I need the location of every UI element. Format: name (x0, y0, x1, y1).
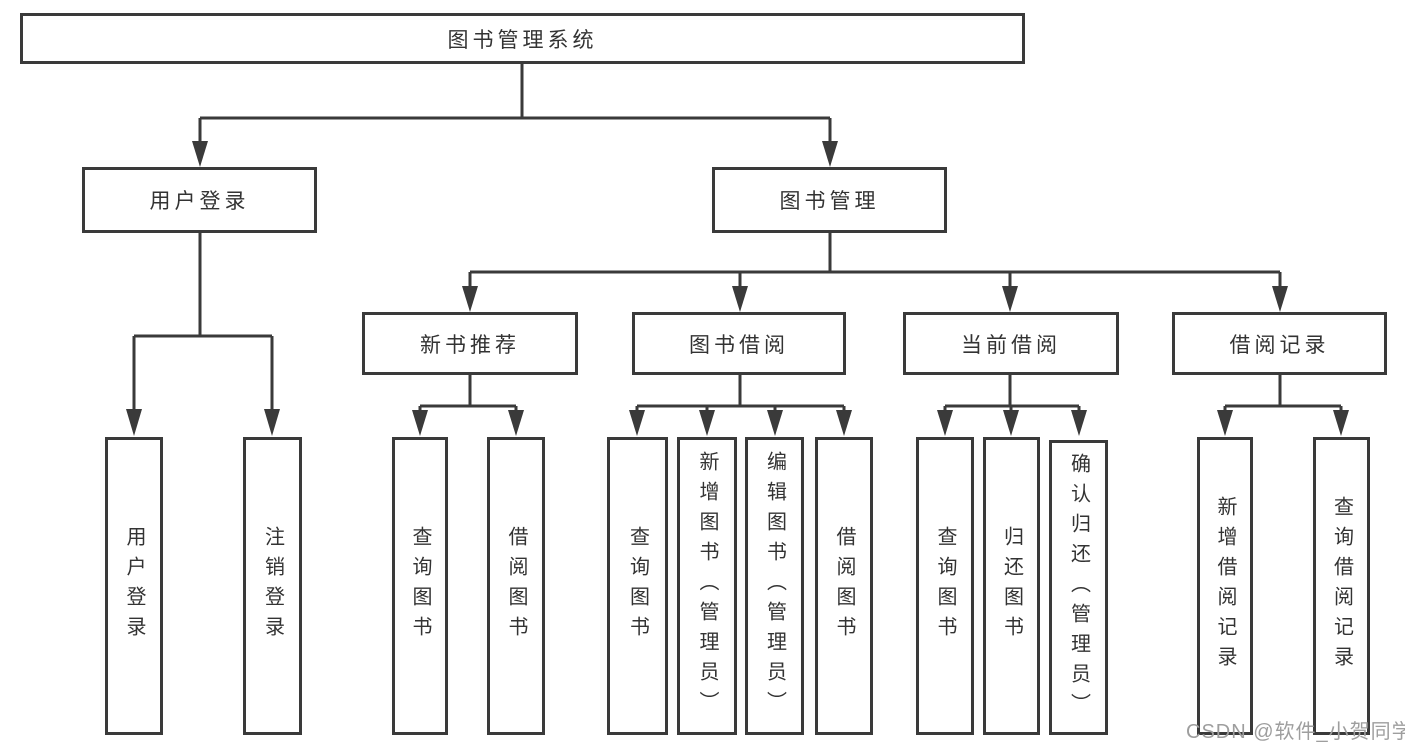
node-user-login: 用户登录 (82, 167, 317, 233)
node-label: 新增借阅记录 (1214, 496, 1236, 676)
leaf-current-confirm-return-admin: 确认归还（管理员） (1049, 440, 1108, 735)
leaf-current-return-books: 归还图书 (983, 437, 1040, 735)
leaf-current-query-books: 查询图书 (916, 437, 974, 735)
node-label: 图书借阅 (689, 333, 789, 357)
leaf-logout-login: 注销登录 (243, 437, 302, 735)
leaf-borrow-query-books: 查询图书 (607, 437, 668, 735)
node-label: 用户登录 (149, 190, 250, 213)
node-book-borrow: 图书借阅 (632, 312, 846, 375)
node-label: 当前借阅 (961, 333, 1061, 357)
node-label: 编辑图书（管理员） (763, 451, 786, 721)
leaf-newbooks-borrow-books: 借阅图书 (487, 437, 545, 735)
node-label: 图书管理 (779, 190, 880, 213)
leaf-borrow-edit-books-admin: 编辑图书（管理员） (745, 437, 804, 735)
leaf-user-login: 用户登录 (105, 437, 163, 735)
node-label: 借阅图书 (505, 526, 527, 646)
leaf-records-add-borrow-record: 新增借阅记录 (1197, 437, 1253, 735)
node-label: 用户登录 (123, 526, 145, 646)
node-label: 借阅记录 (1229, 333, 1330, 357)
node-label: 新增图书（管理员） (696, 451, 718, 721)
node-new-book-recommend: 新书推荐 (362, 312, 578, 375)
node-label: 查询图书 (934, 526, 956, 646)
node-label: 注销登录 (261, 526, 284, 646)
node-label: 查询图书 (626, 526, 649, 646)
node-label: 确认归还（管理员） (1067, 452, 1090, 723)
node-label: 查询图书 (409, 526, 431, 646)
node-label: 图书管理系统 (447, 28, 598, 52)
node-label: 借阅图书 (833, 526, 855, 646)
watermark-text: CSDN @软件_小贺同学 (1186, 721, 1405, 743)
node-borrow-records: 借阅记录 (1172, 312, 1387, 375)
leaf-records-query-borrow-record: 查询借阅记录 (1313, 437, 1370, 735)
node-library-management-system: 图书管理系统 (20, 13, 1025, 64)
node-current-borrow: 当前借阅 (903, 312, 1119, 375)
leaf-newbooks-query-books: 查询图书 (392, 437, 448, 735)
leaf-borrow-borrow-books: 借阅图书 (815, 437, 873, 735)
node-label: 新书推荐 (420, 333, 520, 357)
node-label: 归还图书 (1000, 526, 1023, 646)
node-book-management: 图书管理 (712, 167, 947, 233)
node-label: 查询借阅记录 (1330, 496, 1353, 676)
leaf-borrow-add-books-admin: 新增图书（管理员） (677, 437, 737, 735)
